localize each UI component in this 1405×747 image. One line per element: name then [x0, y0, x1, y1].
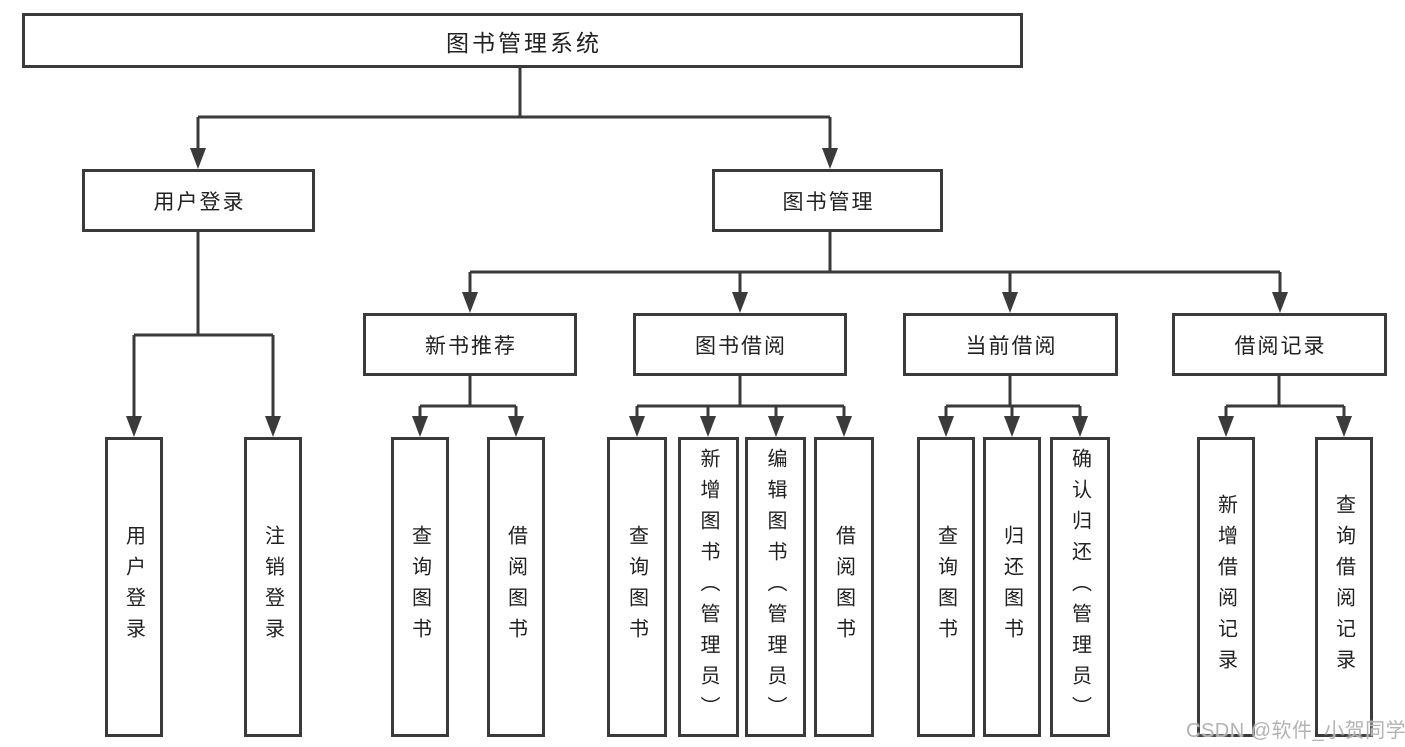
node-label: 查询借阅记录: [1332, 494, 1355, 680]
node-current-borrowing: 当前借阅: [903, 313, 1118, 376]
leaf-confirm-return-admin: 确认归还（管理员）: [1050, 437, 1110, 737]
node-book-management-module: 图书管理: [712, 169, 943, 232]
connector-line: [944, 376, 1082, 418]
node-label: 图书管理系统: [446, 29, 602, 56]
leaf-query-books-current: 查询图书: [917, 437, 975, 737]
connector-line: [196, 68, 832, 150]
node-label: 新书推荐: [425, 334, 517, 358]
node-label: 注销登录: [261, 525, 284, 649]
node-label: 编辑图书（管理员）: [764, 447, 786, 727]
connector-line: [635, 376, 846, 418]
leaf-query-books-borrow: 查询图书: [607, 437, 667, 737]
leaf-query-books-recommend: 查询图书: [391, 437, 449, 737]
node-label: 用户登录: [153, 190, 246, 214]
arrowhead: [190, 148, 206, 169]
node-label: 图书管理: [782, 190, 875, 214]
node-label: 确认归还（管理员）: [1068, 447, 1091, 727]
node-label: 借阅记录: [1234, 334, 1327, 358]
node-user-login-module: 用户登录: [82, 169, 315, 232]
node-label: 查询图书: [934, 525, 957, 649]
arrowhead: [462, 292, 478, 313]
node-label: 归还图书: [1000, 525, 1023, 649]
node-borrowing-records: 借阅记录: [1172, 313, 1387, 376]
node-label: 借阅图书: [504, 525, 527, 649]
leaf-logout-login: 注销登录: [244, 437, 302, 737]
arrowhead: [1336, 416, 1352, 437]
arrowhead: [265, 416, 281, 437]
leaf-borrow-books-recommend: 借阅图书: [487, 437, 545, 737]
node-label: 查询图书: [408, 525, 431, 649]
arrowhead: [700, 416, 716, 437]
leaf-user-login: 用户登录: [105, 437, 163, 737]
arrowhead: [1004, 416, 1020, 437]
arrowhead: [938, 416, 954, 437]
leaf-borrow-books: 借阅图书: [814, 437, 874, 737]
arrowhead: [768, 416, 784, 437]
arrowhead: [836, 416, 852, 437]
arrowhead: [1002, 292, 1018, 313]
node-label: 借阅图书: [832, 525, 855, 649]
arrowhead: [126, 416, 142, 437]
arrowhead: [629, 416, 645, 437]
node-label: 新增图书（管理员）: [697, 447, 719, 727]
arrowhead: [1218, 416, 1234, 437]
connector-line: [132, 232, 275, 418]
arrowhead: [508, 416, 524, 437]
arrowhead: [1272, 292, 1288, 313]
node-label: 用户登录: [122, 525, 145, 649]
node-label: 查询图书: [625, 525, 648, 649]
leaf-add-book-admin: 新增图书（管理员）: [678, 437, 739, 737]
node-label: 新增借阅记录: [1214, 494, 1237, 680]
connector-line: [1224, 376, 1346, 418]
arrowhead: [732, 292, 748, 313]
arrowhead: [412, 416, 428, 437]
node-label: 当前借阅: [965, 334, 1058, 358]
csdn-watermark: CSDN @软件_小贺同学: [1186, 720, 1405, 742]
node-library-management-system: 图书管理系统: [22, 13, 1023, 68]
node-new-book-recommendation: 新书推荐: [363, 313, 577, 376]
arrowhead: [822, 148, 838, 169]
node-label: 图书借阅: [695, 334, 787, 358]
leaf-return-book: 归还图书: [983, 437, 1041, 737]
node-book-borrowing: 图书借阅: [633, 313, 847, 376]
leaf-edit-book-admin: 编辑图书（管理员）: [745, 437, 806, 737]
connector-line: [468, 232, 1282, 294]
connector-line: [418, 376, 518, 418]
leaf-add-borrow-record: 新增借阅记录: [1197, 437, 1255, 737]
leaf-query-borrow-record: 查询借阅记录: [1315, 437, 1373, 737]
arrowhead: [1072, 416, 1088, 437]
